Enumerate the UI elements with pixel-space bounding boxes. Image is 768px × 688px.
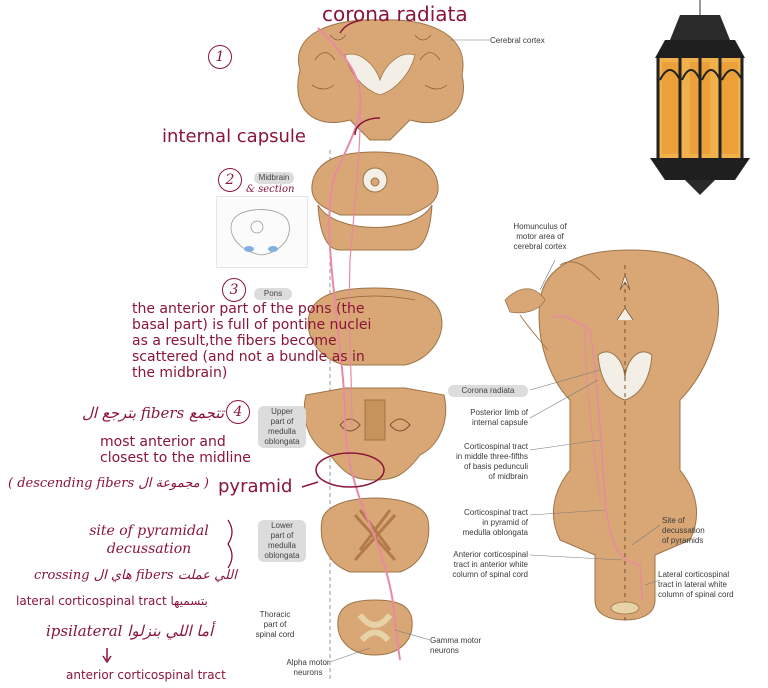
step-number-2: 2 [218,168,242,192]
tag-pons: Pons [254,288,292,300]
annotation-pons-note: the anterior part of the pons (the basal… [132,301,371,381]
annotation-arabic-crossing: crossing هاي ال fibers اللي عملت [34,568,237,583]
annotation-section: & section [246,184,294,195]
annotation-ipsilateral: ipsilateral أما اللي بنزلوا [46,622,213,640]
annotation-anterior-tract: anterior corticospinal tract [66,668,226,682]
step-number-3: 3 [222,278,246,302]
lantern-icon [650,0,750,195]
cerebrum-section [298,20,464,140]
annotation-internal-capsule: internal capsule [162,126,306,147]
step-number-4: 4 [226,400,250,424]
upper-medulla-section [304,388,445,480]
annotation-pyramid: pyramid [218,476,292,497]
brainstem-overview [505,250,718,620]
step-number-1: 1 [208,45,232,69]
tag-corona-radiata: Corona radiata [448,385,528,397]
label-cerebral-cortex: Cerebral cortex [490,36,545,46]
annotation-site-decussation: site of pyramidal decussation [84,522,214,558]
annotation-arabic-fibers: بترجع ال fibers تتجمع [82,404,224,422]
midbrain-inset-image [216,196,308,268]
annotation-descending-fibers: ( descending fibers مجموعة ال ) [8,476,209,491]
annotation-corona-radiata: corona radiata [322,2,468,26]
annotation-lateral-tract: lateral corticospinal tract بتسميها [16,594,208,608]
annotation-most-anterior: most anterior and closest to the midline [100,434,251,466]
thoracic-cord-section [338,600,412,655]
tag-midbrain: Midbrain [254,172,294,184]
